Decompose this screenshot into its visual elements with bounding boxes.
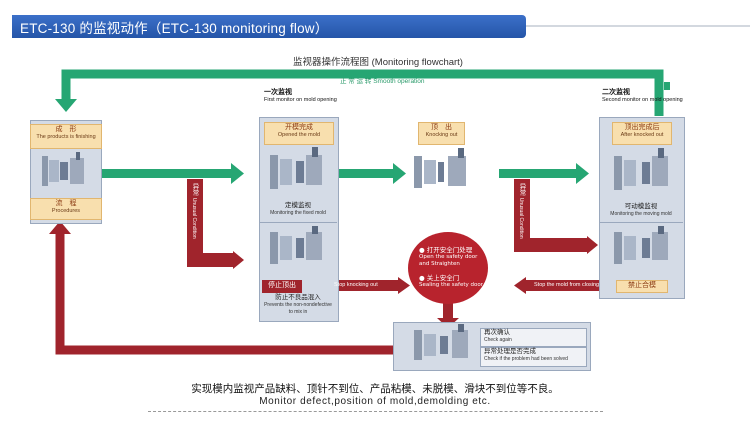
- stop-knock-label: Stop knocking out: [334, 282, 378, 288]
- red-abnormal-right-head: [587, 236, 598, 254]
- flowchart-title: 监视器操作流程图 (Monitoring flowchart): [293, 57, 463, 68]
- green-arrow-1-shaft: [100, 169, 232, 178]
- fixed-mold-caption: 定模监视 Monitoring the fixed mold: [262, 202, 334, 217]
- footer-description-en: Monitor defect,position of mold,demoldin…: [259, 396, 491, 407]
- safety-door-circle: [408, 232, 488, 304]
- safety-door-item-2-sub: Sealing the safety door: [419, 282, 483, 288]
- opened-mold-tag-label: 开模完成: [285, 124, 313, 131]
- prevent-mix-caption: 防止不良品混入 Prevents the non-nondefective to…: [262, 294, 334, 315]
- page-title: ETC-130 的监视动作（ETC-130 monitoring flow）: [20, 21, 329, 36]
- after-knocked-tag-sub: After knocked out: [620, 132, 664, 138]
- green-arrow-3-shaft: [499, 169, 577, 178]
- prevent-mix-caption-label: 防止不良品混入: [275, 294, 321, 301]
- check-again-cell: 再次确认 Check again: [480, 328, 587, 347]
- knocking-out-tag-label: 顶 出: [431, 124, 452, 131]
- stop-mold-arrow: [524, 280, 606, 291]
- moving-mold-caption-sub: Monitoring the moving mold: [610, 211, 672, 217]
- circle-down-arrow: [443, 300, 453, 320]
- opened-mold-tag: 开模完成 Opened the mold: [264, 122, 334, 145]
- mold-machine-icon: [270, 226, 322, 264]
- prohibit-close-tag-label: 禁止合模: [628, 282, 656, 289]
- stop-knock-tag-label: 停止顶出: [268, 282, 296, 289]
- mold-machine-icon: [614, 148, 668, 190]
- return-loop: [55, 232, 393, 355]
- safety-door-item-2-label: 关上安全门: [426, 274, 460, 282]
- smooth-operation-arrow: [664, 82, 670, 90]
- check-again-sub: Check again: [484, 337, 512, 343]
- moving-mold-caption: 可动模监视 Monitoring the moving mold: [602, 203, 680, 218]
- safety-door-item-1-label: 打开安全门处理: [426, 246, 473, 254]
- prohibit-close-tag: 禁止合模: [616, 280, 668, 293]
- return-loop-head: [49, 221, 71, 234]
- green-arrow-2-head: [393, 163, 406, 184]
- abnormal-left-cn: 异常: [191, 183, 198, 196]
- after-knocked-tag: 顶出完成后 After knocked out: [612, 122, 672, 145]
- fixed-mold-caption-sub: Monitoring the fixed mold: [270, 210, 326, 216]
- header-divider: [526, 25, 750, 27]
- green-arrow-3-head: [576, 163, 589, 184]
- abnormal-right-cn: 异常: [518, 183, 525, 196]
- header-bar: [12, 15, 526, 38]
- first-monitor-heading-sub: First monitor on mold opening: [264, 97, 337, 103]
- finishing-tag: 成 形 The products is finishing: [30, 124, 102, 149]
- second-monitor-heading-sub: Second monitor on mold opening: [602, 97, 683, 103]
- second-panel-divider: [599, 222, 683, 223]
- procedures-tag: 流 程 Procedures: [30, 198, 102, 220]
- footer-divider: [148, 411, 603, 412]
- second-monitor-heading-label: 二次监视: [602, 89, 630, 96]
- moving-mold-caption-label: 可动模监视: [624, 203, 658, 210]
- stop-mold-label: Stop the mold from closing: [534, 282, 600, 288]
- finishing-tag-sub: The products is finishing: [36, 134, 96, 140]
- green-arrow-2-shaft: [338, 169, 394, 178]
- mold-machine-icon: [614, 226, 668, 264]
- abnormal-right-label: 异常 Unusual Condition: [516, 183, 526, 249]
- first-monitor-heading: 一次监视 First monitor on mold opening: [264, 89, 354, 104]
- circle-number-icon: ●: [419, 274, 427, 282]
- first-monitor-heading-label: 一次监视: [264, 89, 292, 96]
- knocking-out-tag: 顶 出 Knocking out: [418, 122, 465, 145]
- problem-solved-cell: 异常处理是否完成 Check if the problem had been s…: [480, 347, 587, 367]
- after-knocked-tag-label: 顶出完成后: [624, 124, 660, 131]
- safety-door-item-1-sub: Open the safety door and Straighten: [419, 254, 478, 267]
- stop-mold-arrowhead: [514, 277, 526, 294]
- red-abnormal-left-head: [233, 251, 244, 269]
- stop-knock-tag: 停止顶出: [262, 280, 302, 293]
- procedures-tag-sub: Procedures: [51, 208, 81, 214]
- fixed-mold-caption-label: 定模监视: [285, 202, 311, 209]
- abnormal-left-en: Unusual Condition: [191, 197, 197, 239]
- procedures-tag-label: 流 程: [55, 200, 77, 207]
- mold-machine-icon: [414, 324, 468, 360]
- stop-knock-arrowhead: [398, 277, 410, 294]
- red-abnormal-left-horizontal: [187, 253, 234, 267]
- safety-door-item-2: ● 关上安全门 Sealing the safety door: [419, 274, 483, 289]
- red-abnormal-right-horizontal: [514, 238, 588, 252]
- footer-description-cn: 实现模内监视产品缺料、顶针不到位、产品粘模、未脱模、滑块不到位等不良。: [191, 383, 559, 395]
- prevent-mix-caption-sub: Prevents the non-nondefective to mix in: [264, 302, 332, 315]
- second-monitor-heading: 二次监视 Second monitor on mold opening: [602, 89, 692, 104]
- mold-machine-icon: [414, 148, 466, 188]
- check-again-text: 再次确认 Check again: [481, 329, 586, 344]
- check-again-label: 再次确认: [484, 329, 510, 336]
- abnormal-left-label: 异常 Unusual Condition: [189, 183, 199, 263]
- green-arrow-1-head: [231, 163, 244, 184]
- safety-door-item-1: ● 打开安全门处理 Open the safety door and Strai…: [419, 246, 483, 268]
- smooth-operation-label: 正 常 运 转 Smooth operation: [340, 78, 425, 85]
- problem-solved-sub: Check if the problem had been solved: [484, 356, 568, 362]
- red-abnormal-left-vertical: [187, 179, 203, 267]
- finishing-tag-label: 成 形: [55, 126, 77, 133]
- first-panel-divider: [259, 222, 337, 223]
- smooth-operation-loop: [61, 69, 664, 116]
- circle-number-icon: ●: [419, 246, 427, 254]
- knocking-out-tag-sub: Knocking out: [425, 132, 458, 138]
- second-monitor-panel: [599, 117, 685, 299]
- mold-machine-icon: [42, 152, 84, 186]
- opened-mold-tag-sub: Opened the mold: [277, 132, 321, 138]
- mold-machine-icon: [270, 147, 322, 189]
- abnormal-right-en: Unusual Condition: [518, 197, 524, 239]
- red-abnormal-right-vertical: [514, 179, 530, 252]
- problem-solved-text: 异常处理是否完成 Check if the problem had been s…: [481, 348, 586, 363]
- problem-solved-label: 异常处理是否完成: [484, 348, 536, 355]
- smooth-operation-arrowhead: [55, 99, 77, 112]
